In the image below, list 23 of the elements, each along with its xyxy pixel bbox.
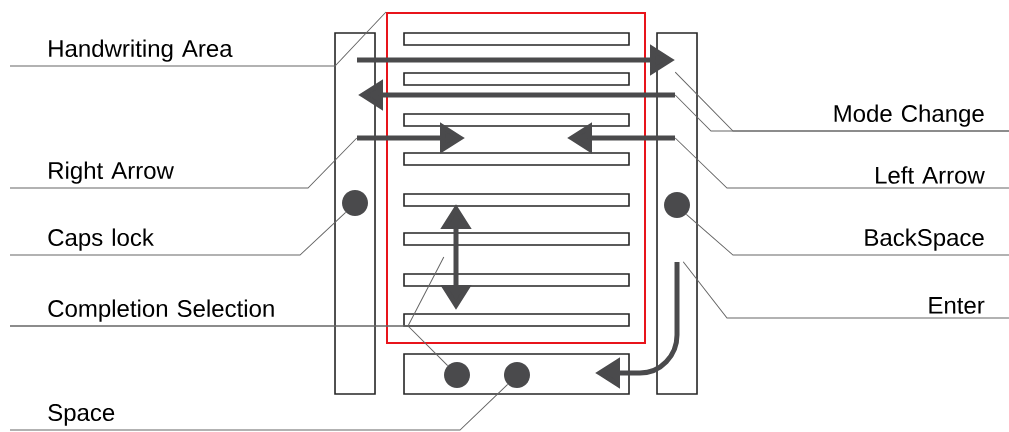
leader-line [9,325,449,367]
leader-line [9,211,347,256]
leader-line [682,261,1009,319]
leader-line [674,137,1009,189]
circle-mark [504,362,530,388]
callout-label: BackSpace [865,228,984,251]
callout-label: Enter [929,297,985,314]
circle-mark [444,362,470,388]
leader-line [9,11,387,67]
callout-label: Space [48,404,115,426]
callout-label: Caps lock [48,228,154,251]
circle-mark [664,192,690,218]
leader-line [9,383,509,431]
callout-label: Handwriting Area [49,39,233,62]
circle-mark [342,190,368,216]
callout-label: Left Arrow [876,166,985,184]
callout-label: Completion Selection [48,299,274,322]
leader-line [9,137,358,189]
handwriting-area-frame [386,12,646,344]
leader-line [685,213,1009,256]
callout-label: Right Arrow [49,161,174,184]
leader-line [674,94,1009,132]
callout-label: Mode Change [834,104,984,127]
